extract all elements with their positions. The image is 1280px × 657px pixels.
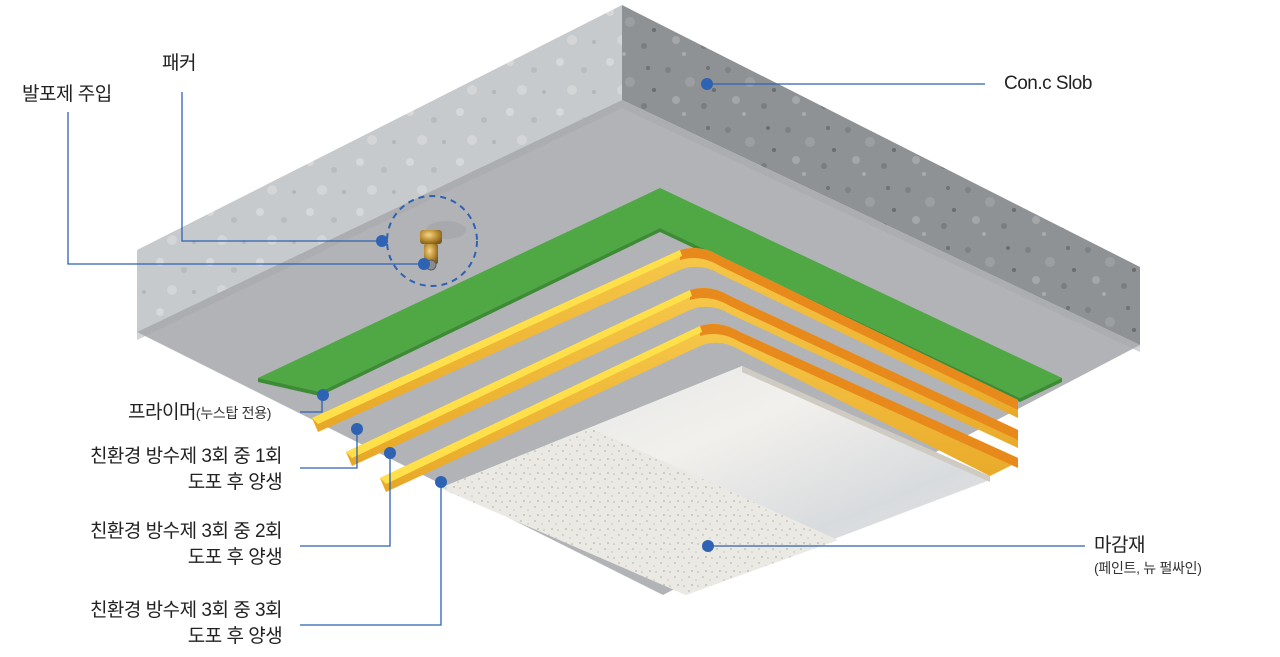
leader-lines	[67, 83, 1085, 626]
dot-finish	[702, 540, 714, 552]
label-coat3: 친환경 방수제 3회 중 3회 도포 후 양생	[88, 598, 284, 650]
label-coat2-line1: 친환경 방수제 3회 중 2회	[89, 521, 283, 542]
dot-coat1	[351, 423, 363, 435]
label-foam-injection: 발포제 주입	[22, 84, 112, 105]
dot-slab	[701, 78, 713, 90]
label-coat2-line2: 도포 후 양생	[187, 547, 283, 568]
label-coat1: 친환경 방수제 3회 중 1회 도포 후 양생	[88, 444, 284, 496]
label-finish-main: 마감재	[1094, 535, 1145, 556]
label-primer: 프라이머(누스탑 전용)	[128, 400, 271, 426]
label-coat3-line2: 도포 후 양생	[187, 626, 283, 647]
label-finish: 마감재 (페인트, 뉴 펄싸인)	[1094, 533, 1202, 577]
packer-highlight-circle	[386, 195, 478, 287]
label-primer-sub: (누스탑 전용)	[195, 405, 272, 421]
leader-coat3	[300, 482, 442, 626]
leader-coat2	[300, 453, 391, 547]
label-coat1-line2: 도포 후 양생	[187, 472, 283, 493]
leader-dots	[317, 78, 714, 552]
label-slab: Con.c Slob	[1004, 73, 1092, 94]
leader-packer	[181, 92, 382, 242]
finish-edge	[742, 366, 990, 482]
finish-layer	[440, 366, 990, 595]
coat-layer-3	[380, 324, 1018, 492]
dot-coat2	[384, 447, 396, 459]
finish-paint-area	[440, 428, 838, 595]
label-primer-main: 프라이머	[128, 402, 196, 423]
coat-layer-2	[346, 288, 1018, 466]
slab-right-face	[622, 5, 1140, 345]
dot-foam	[418, 258, 430, 270]
coat-layer-1	[312, 248, 1018, 432]
label-coat1-line1: 친환경 방수제 3회 중 1회	[89, 446, 283, 467]
label-coat2: 친환경 방수제 3회 중 2회 도포 후 양생	[88, 519, 284, 571]
label-finish-sub: (페인트, 뉴 펄싸인)	[1094, 560, 1202, 576]
leader-foam	[67, 112, 424, 265]
label-coat3-line1: 친환경 방수제 3회 중 3회	[89, 600, 283, 621]
dot-coat3	[435, 476, 447, 488]
dot-primer	[317, 389, 329, 401]
primer-layer	[258, 188, 1062, 402]
slab-left-face	[137, 5, 622, 332]
dot-packer	[376, 235, 388, 247]
label-packer: 패커	[162, 53, 196, 74]
leader-coat1	[300, 429, 358, 469]
